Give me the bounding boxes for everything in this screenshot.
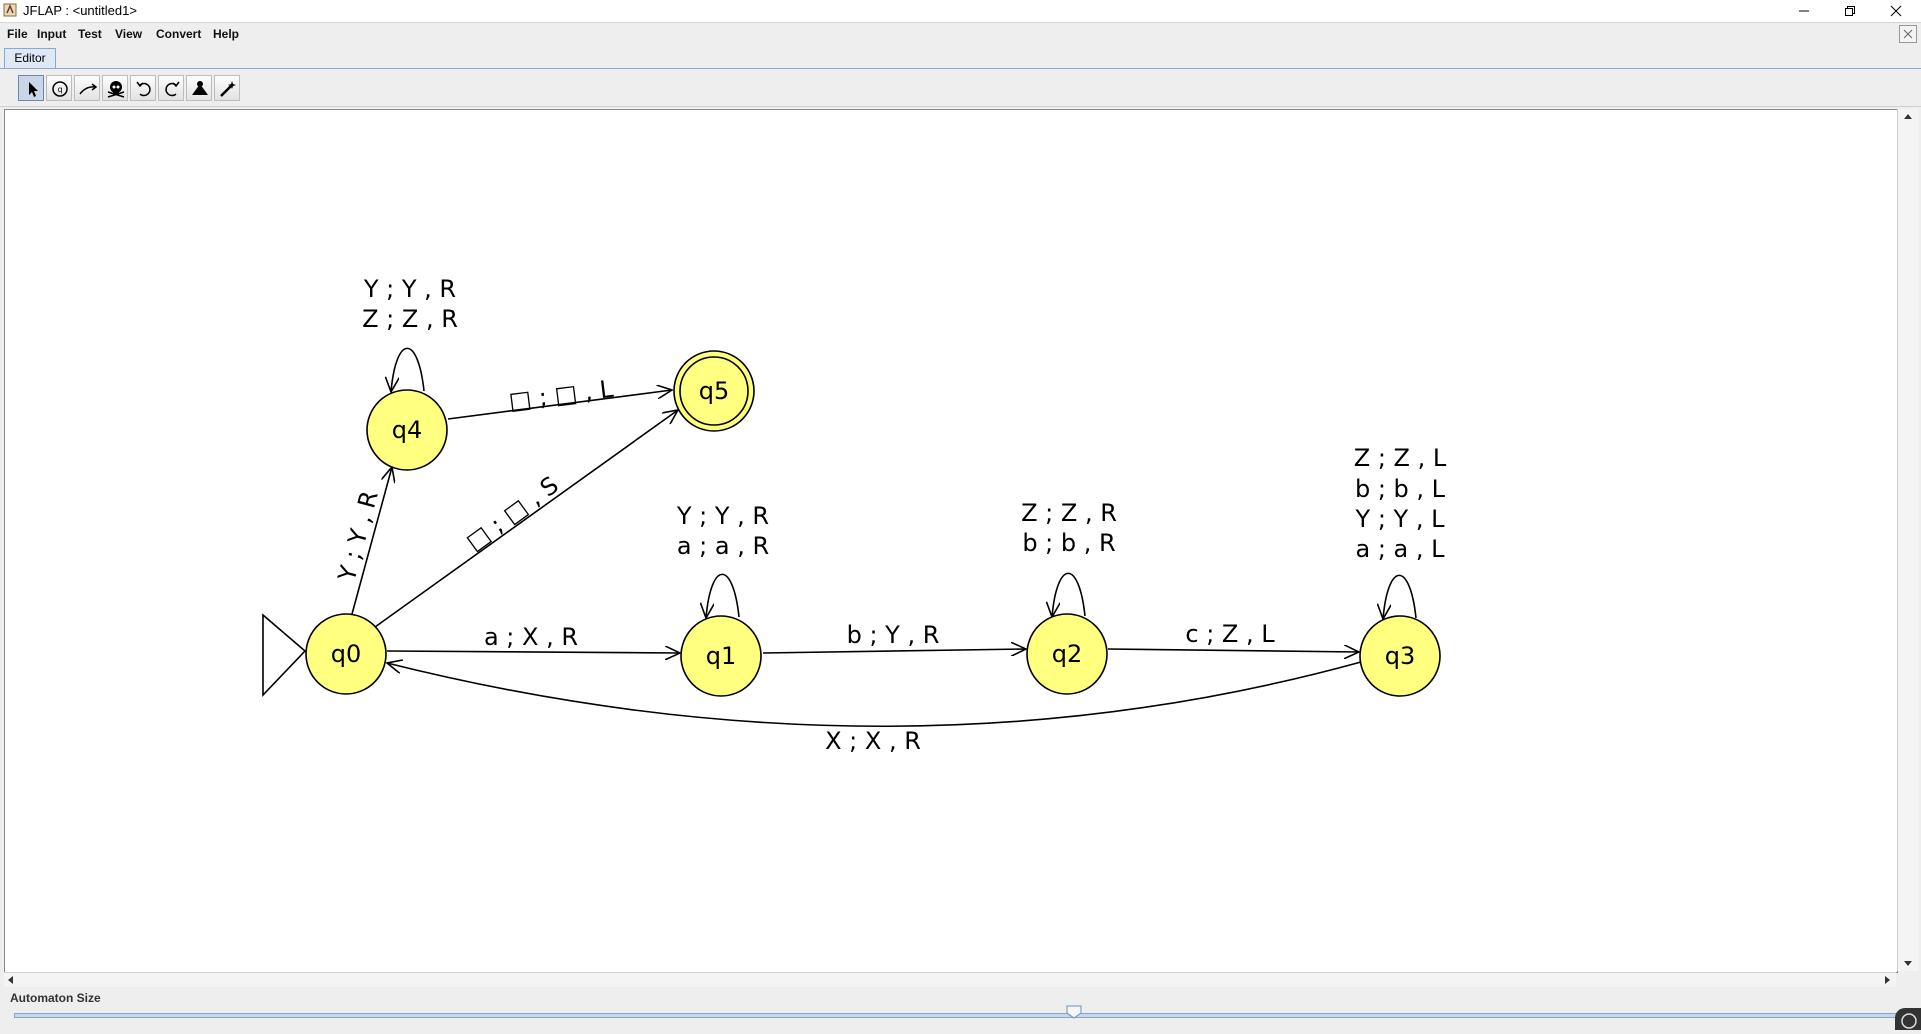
corner-button[interactable]	[1895, 1008, 1921, 1030]
redo-icon	[165, 81, 180, 97]
transition-label[interactable]: Z ; Z , R	[1021, 499, 1117, 527]
layout-tool[interactable]	[186, 75, 212, 101]
horizontal-scrollbar[interactable]	[4, 972, 1896, 987]
sticky-select-tool[interactable]	[214, 75, 240, 101]
menu-help[interactable]: Help	[213, 27, 240, 41]
close-document-button[interactable]	[1899, 25, 1917, 43]
transition-edges	[262, 347, 1417, 728]
circle-icon	[1901, 1013, 1917, 1029]
edge-q1-q2[interactable]	[762, 649, 1026, 653]
transition-label[interactable]: □ ; □ , L	[507, 375, 615, 416]
transition-label[interactable]: Y ; Y , R	[363, 275, 456, 303]
loop-q2[interactable]	[1052, 572, 1086, 617]
transition-label[interactable]: X ; X , R	[825, 727, 921, 755]
state-label: q4	[392, 416, 423, 444]
close-icon	[1903, 29, 1913, 39]
transition-label[interactable]: Y ; Y , R	[333, 488, 384, 585]
undo-tool[interactable]	[130, 75, 156, 101]
state-label: q0	[331, 640, 362, 668]
arrow-pointer-icon	[29, 82, 38, 97]
transition-label[interactable]: Y ; Y , L	[1355, 505, 1446, 533]
transition-label[interactable]: Z ; Z , L	[1354, 444, 1447, 472]
transition-label[interactable]: Z ; Z , R	[362, 305, 458, 333]
minimize-button[interactable]	[1781, 0, 1827, 22]
transition-label[interactable]: □ ; □ , S	[461, 471, 564, 556]
restore-icon	[1845, 6, 1855, 16]
scroll-up-icon[interactable]	[1898, 109, 1918, 123]
slider-thumb[interactable]	[1066, 1005, 1082, 1019]
menu-file[interactable]: File	[7, 27, 28, 41]
close-icon	[1890, 5, 1902, 17]
scroll-right-icon[interactable]	[1880, 973, 1894, 987]
transition-label[interactable]: c ; Z , L	[1185, 620, 1275, 648]
jflap-app-icon	[3, 3, 17, 17]
transition-label[interactable]: a ; X , R	[484, 623, 578, 651]
loop-q1[interactable]	[706, 573, 740, 618]
state-q3[interactable]: q3	[1359, 615, 1441, 697]
edge-q0-q5[interactable]	[374, 410, 678, 628]
edge-q0-q1[interactable]	[386, 651, 680, 653]
attribute-editor-tool[interactable]	[18, 75, 44, 101]
menu-test[interactable]: Test	[78, 27, 102, 41]
transition-label[interactable]: a ; a , R	[677, 532, 769, 560]
magic-wand-icon	[220, 81, 236, 97]
state-label: q5	[699, 377, 730, 405]
tab-editor[interactable]: Editor	[4, 48, 56, 68]
state-q4[interactable]: q4	[366, 389, 448, 471]
automaton-size-slider[interactable]	[14, 1013, 1906, 1018]
skull-icon	[107, 81, 125, 98]
menu-convert[interactable]: Convert	[156, 27, 202, 41]
scroll-left-icon[interactable]	[4, 973, 18, 987]
redo-tool[interactable]	[158, 75, 184, 101]
state-label: q1	[706, 642, 737, 670]
state-circle-icon: q	[52, 81, 68, 97]
loop-q3[interactable]	[1383, 574, 1417, 619]
toolbar: q	[0, 70, 1921, 107]
edge-q0-q4[interactable]	[351, 467, 392, 615]
edge-q2-q3[interactable]	[1107, 649, 1359, 652]
transition-label[interactable]: b ; b , L	[1355, 475, 1446, 503]
state-q2[interactable]: q2	[1026, 613, 1108, 695]
state-creator-tool[interactable]: q	[46, 75, 72, 101]
edge-q3-q0[interactable]	[387, 662, 1362, 728]
tab-strip: Editor	[0, 46, 1921, 69]
svg-text:q: q	[58, 85, 63, 94]
menu-input[interactable]: Input	[37, 27, 67, 41]
scroll-down-icon[interactable]	[1898, 957, 1918, 971]
menu-bar: File Input Test View Convert Help	[0, 23, 1921, 45]
transition-creator-tool[interactable]	[74, 75, 100, 101]
state-q1[interactable]: q1	[680, 615, 762, 697]
transition-label[interactable]: b ; Y , R	[847, 621, 940, 649]
state-q0[interactable]: q0	[305, 613, 387, 695]
transition-arrow-icon	[79, 83, 98, 95]
undo-icon	[136, 81, 151, 97]
close-window-button[interactable]	[1873, 0, 1919, 22]
automaton-size-label: Automaton Size	[10, 991, 101, 1005]
turing-machine-diagram: q0 q1 q2 q3 q4 q5 a ; X , R b ; Y , R c …	[262, 275, 1447, 755]
edge-q4-q5[interactable]	[447, 390, 672, 420]
menu-view[interactable]: View	[115, 27, 143, 41]
loop-q4[interactable]	[391, 347, 425, 392]
state-label: q3	[1385, 642, 1416, 670]
state-label: q2	[1052, 640, 1083, 668]
state-q5[interactable]: q5	[673, 350, 755, 432]
transition-label[interactable]: Y ; Y , R	[676, 502, 769, 530]
title-bar: JFLAP : <untitled1>	[0, 0, 1921, 23]
minimize-icon	[1799, 10, 1809, 12]
transition-label[interactable]: b ; b , R	[1022, 529, 1115, 557]
initial-state-marker	[262, 613, 307, 697]
automaton-canvas[interactable]: q0 q1 q2 q3 q4 q5 a ; X , R b ; Y , R c …	[4, 109, 1898, 973]
window-title: JFLAP : <untitled1>	[23, 3, 137, 18]
deleter-tool[interactable]	[102, 75, 128, 101]
graph-layout-icon	[192, 81, 208, 95]
transition-label[interactable]: a ; a , L	[1355, 535, 1445, 563]
maximize-button[interactable]	[1827, 0, 1873, 22]
vertical-scrollbar[interactable]	[1897, 109, 1918, 971]
